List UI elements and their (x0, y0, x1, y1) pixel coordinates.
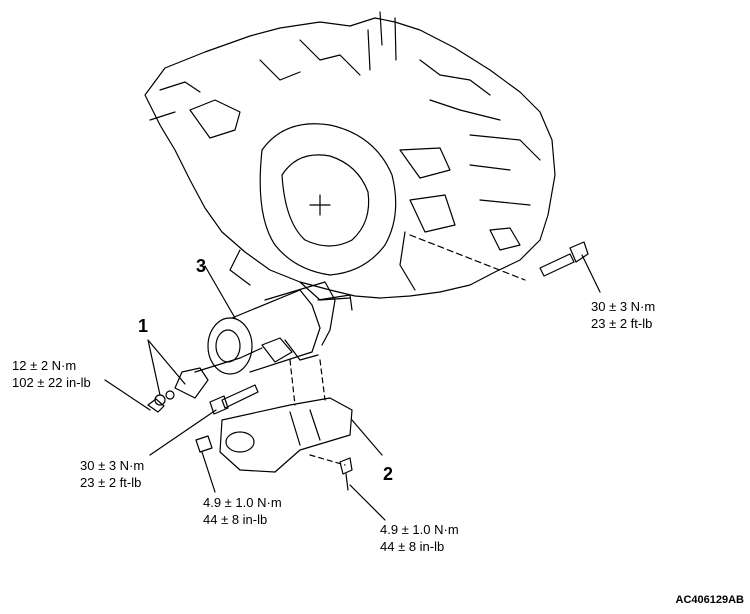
bracket-bolt (339, 457, 353, 491)
starter-bracket (219, 397, 353, 473)
torque-label-bracket-bolt: 4.9 ± 1.0 N·m 44 ± 8 in-lb (380, 521, 459, 555)
torque-metric: 30 ± 3 N·m (80, 458, 145, 473)
torque-label-starter-bolt: 30 ± 3 N·m 23 ± 2 ft-lb (80, 457, 144, 491)
torque-imperial: 44 ± 8 in-lb (380, 539, 445, 554)
torque-label-upper-bolt: 30 ± 3 N·m 23 ± 2 ft-lb (591, 298, 655, 332)
torque-label-terminal-nut: 12 ± 2 N·m 102 ± 22 in-lb (12, 357, 91, 391)
callout-1: 1 (138, 316, 149, 336)
torque-metric: 30 ± 3 N·m (591, 299, 656, 314)
torque-imperial: 44 ± 8 in-lb (203, 512, 268, 527)
callout-3: 3 (196, 256, 207, 276)
callout-2: 2 (383, 464, 394, 484)
torque-metric: 4.9 ± 1.0 N·m (203, 495, 282, 510)
torque-metric: 4.9 ± 1.0 N·m (380, 522, 459, 537)
torque-imperial: 23 ± 2 ft-lb (80, 475, 142, 490)
torque-label-bracket-stud: 4.9 ± 1.0 N·m 44 ± 8 in-lb (203, 494, 282, 528)
mounting-bolt-upper (539, 241, 589, 277)
bell-housing (259, 123, 397, 276)
starter-motor (207, 281, 353, 375)
figure-code: AC406129AB (675, 594, 744, 606)
torque-imperial: 23 ± 2 ft-lb (591, 316, 653, 331)
transaxle-case-outline (144, 17, 556, 299)
torque-imperial: 102 ± 22 in-lb (12, 375, 91, 390)
torque-metric: 12 ± 2 N·m (12, 358, 77, 373)
terminal-wiring (147, 347, 263, 413)
starter-bolt (209, 384, 259, 415)
bracket-stud (195, 435, 213, 453)
